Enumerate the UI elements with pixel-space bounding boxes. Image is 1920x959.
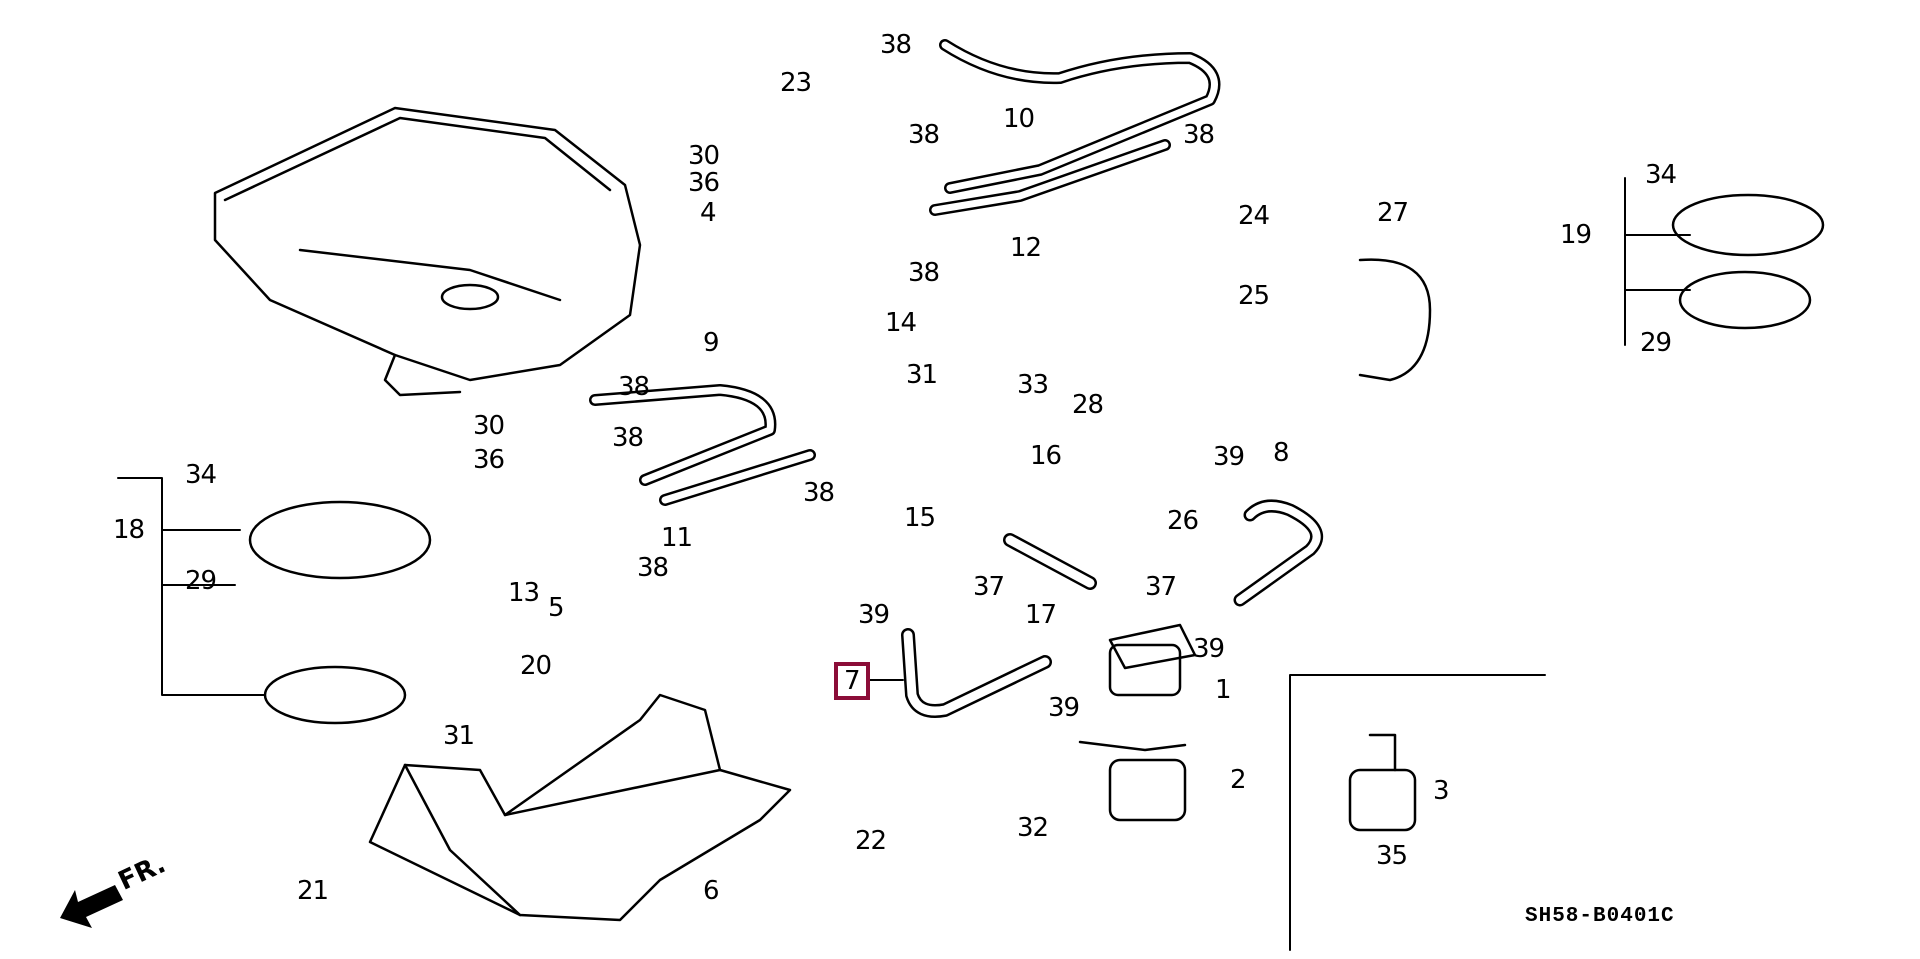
callout-part-32[interactable]: 32 <box>1017 813 1049 843</box>
callout-part-4[interactable]: 4 <box>700 198 717 228</box>
callout-part-6[interactable]: 6 <box>703 876 720 906</box>
callout-part-13[interactable]: 13 <box>508 578 540 608</box>
pump-mount-19-drawing <box>1671 193 1825 257</box>
callout-part-28[interactable]: 28 <box>1072 390 1104 420</box>
callout-part-30a[interactable]: 30 <box>688 141 720 171</box>
callout-part-14[interactable]: 14 <box>885 308 917 338</box>
callout-part-37a[interactable]: 37 <box>973 572 1005 602</box>
front-direction-arrow-icon <box>60 885 123 928</box>
callout-part-38e[interactable]: 38 <box>618 372 650 402</box>
callout-part-15[interactable]: 15 <box>904 503 936 533</box>
band-27-drawing <box>1358 258 1432 382</box>
callout-part-5[interactable]: 5 <box>548 593 565 623</box>
callout-part-27[interactable]: 27 <box>1377 198 1409 228</box>
filter-holder-inset-drawing <box>1348 733 1417 832</box>
callout-part-17[interactable]: 17 <box>1025 600 1057 630</box>
filter-holder-drawing <box>1078 740 1187 822</box>
fuel-filter-drawing <box>1108 623 1197 697</box>
callout-part-35[interactable]: 35 <box>1376 841 1408 871</box>
diagram-code: SH58-B0401C <box>1525 905 1675 928</box>
callout-part-30b[interactable]: 30 <box>473 411 505 441</box>
callout-part-22[interactable]: 22 <box>855 826 887 856</box>
callout-part-29b[interactable]: 29 <box>185 566 217 596</box>
callout-part-38d[interactable]: 38 <box>908 258 940 288</box>
callout-part-7[interactable]: 7 <box>834 662 870 700</box>
pump-mount-18-drawing <box>248 500 432 580</box>
callout-part-8[interactable]: 8 <box>1273 438 1290 468</box>
callout-part-29a[interactable]: 29 <box>1640 328 1672 358</box>
tank-guard-drawing <box>368 693 792 922</box>
callout-part-25[interactable]: 25 <box>1238 281 1270 311</box>
callout-part-10[interactable]: 10 <box>1003 104 1035 134</box>
callout-part-38a[interactable]: 38 <box>880 30 912 60</box>
callout-part-31b[interactable]: 31 <box>443 721 475 751</box>
callout-part-38b[interactable]: 38 <box>908 120 940 150</box>
callout-part-1[interactable]: 1 <box>1215 675 1232 705</box>
callout-part-38c[interactable]: 38 <box>1183 120 1215 150</box>
callout-part-36a[interactable]: 36 <box>688 168 720 198</box>
fuel-tank-drawing <box>213 106 642 397</box>
callout-part-23[interactable]: 23 <box>780 68 812 98</box>
callout-part-9[interactable]: 9 <box>703 328 720 358</box>
callout-part-19[interactable]: 19 <box>1560 220 1592 250</box>
callout-part-21[interactable]: 21 <box>297 876 329 906</box>
callout-part-38g[interactable]: 38 <box>803 478 835 508</box>
callout-part-31a[interactable]: 31 <box>906 360 938 390</box>
callout-part-24[interactable]: 24 <box>1238 201 1270 231</box>
inset-frame <box>1289 674 1546 951</box>
callout-part-34b[interactable]: 34 <box>185 460 217 490</box>
callout-part-38f[interactable]: 38 <box>612 423 644 453</box>
seal-ring-18-drawing <box>263 665 407 725</box>
callout-part-11[interactable]: 11 <box>661 523 693 553</box>
callout-part-39b[interactable]: 39 <box>858 600 890 630</box>
callout-part-33[interactable]: 33 <box>1017 370 1049 400</box>
callout-part-39a[interactable]: 39 <box>1213 442 1245 472</box>
callout-part-38h[interactable]: 38 <box>637 553 669 583</box>
callout-part-3[interactable]: 3 <box>1433 776 1450 806</box>
callout-part-39c[interactable]: 39 <box>1193 634 1225 664</box>
callout-part-39d[interactable]: 39 <box>1048 693 1080 723</box>
callout-part-18[interactable]: 18 <box>113 515 145 545</box>
callout-part-16[interactable]: 16 <box>1030 441 1062 471</box>
callout-part-2[interactable]: 2 <box>1230 765 1247 795</box>
callout-part-37b[interactable]: 37 <box>1145 572 1177 602</box>
callout-part-36b[interactable]: 36 <box>473 445 505 475</box>
callout-part-26[interactable]: 26 <box>1167 506 1199 536</box>
callout-part-20[interactable]: 20 <box>520 651 552 681</box>
seal-ring-19-drawing <box>1678 270 1812 330</box>
callout-part-12[interactable]: 12 <box>1010 233 1042 263</box>
callout-part-34a[interactable]: 34 <box>1645 160 1677 190</box>
